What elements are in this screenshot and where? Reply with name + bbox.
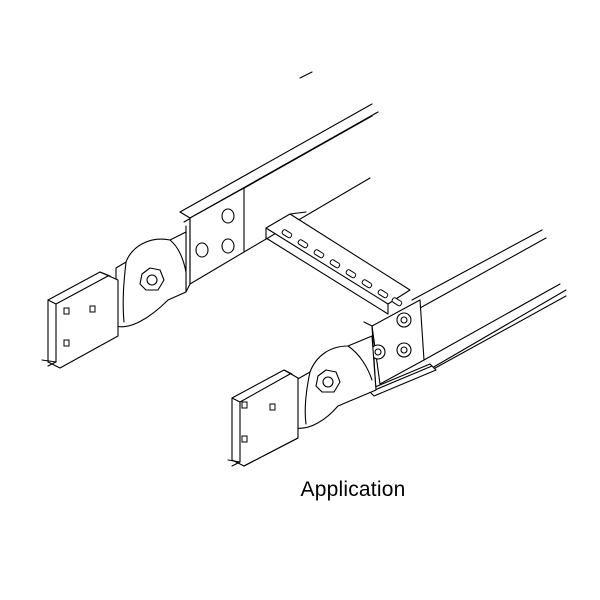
right-rail-bolt-right <box>396 342 412 358</box>
right-side-rail <box>363 229 567 393</box>
right-rail-bottom-lip <box>367 363 437 397</box>
rung-slots <box>281 229 403 307</box>
left-end-connector <box>41 271 119 369</box>
diagram-caption: Application <box>300 478 406 501</box>
right-rail-bolts <box>370 312 412 360</box>
right-rail-bolt-upper <box>396 312 412 328</box>
top-tick-mark <box>299 71 313 79</box>
left-rail-holes <box>195 208 235 258</box>
ladder-rung <box>265 211 411 315</box>
left-hex-bolt <box>139 267 165 291</box>
right-end-connector <box>227 369 299 467</box>
right-hex-bolt <box>315 369 341 393</box>
